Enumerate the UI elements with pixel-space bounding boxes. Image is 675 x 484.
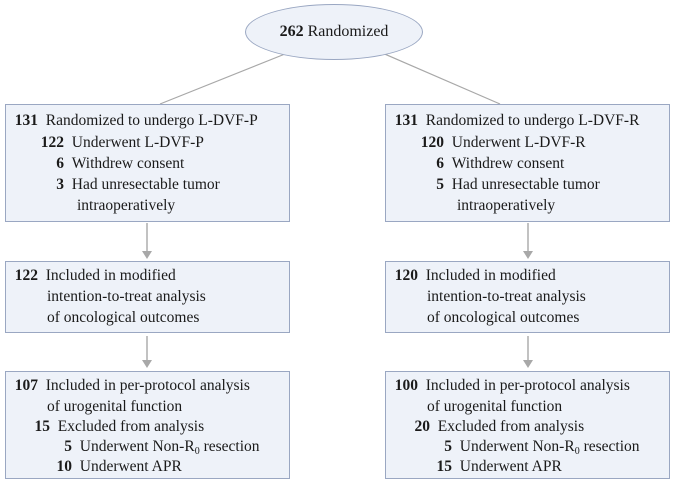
right-withdrew-count: 6 (436, 155, 444, 172)
right-mitt-box: 120 Included in modified intention-to-tr… (385, 261, 670, 333)
left-pp-line2: of urogenital function (47, 398, 183, 415)
right-unresectable-label-2: intraoperatively (457, 197, 556, 214)
connector-root-left (159, 51, 291, 105)
left-pp-count: 107 (14, 377, 38, 394)
left-underwent-label: Underwent L-DVF-P (71, 134, 204, 151)
left-nonr0-suffix: resection (199, 438, 260, 455)
right-excluded-count: 20 (414, 418, 431, 435)
root-count: 262 (279, 23, 304, 40)
right-underwent-count: 120 (420, 134, 444, 151)
left-mitt-count: 122 (14, 267, 38, 284)
left-nonr0-subscript: 0 (194, 446, 200, 457)
left-nonr0-count: 5 (64, 438, 72, 455)
right-mitt-line2: intention-to-treat analysis (427, 288, 586, 305)
left-apr-label: Underwent APR (79, 458, 182, 475)
left-pp-line1: Included in per-protocol analysis (45, 377, 250, 394)
right-randomized-label: Randomized to undergo L-DVF-R (425, 112, 640, 129)
right-nonr0-subscript: 0 (574, 446, 580, 457)
right-pp-line2: of urogenital function (427, 398, 563, 415)
left-unresectable-label: Had unresectable tumor (71, 176, 220, 193)
root-randomized-node: 262 Randomized (245, 4, 423, 60)
left-randomized-count: 131 (14, 112, 38, 129)
left-pp-box: 107 Included in per-protocol analysis of… (5, 371, 290, 479)
arrowhead-right-1 (523, 251, 533, 259)
left-nonr0-label: Underwent Non-R (79, 438, 195, 455)
right-pp-count: 100 (394, 377, 418, 394)
right-mitt-count: 120 (394, 267, 418, 284)
right-unresectable-label: Had unresectable tumor (451, 176, 600, 193)
left-mitt-line3: of oncological outcomes (47, 309, 200, 326)
right-unresectable-count: 5 (436, 176, 444, 193)
right-randomized-box: 131 Randomized to undergo L-DVF-R 120 Un… (385, 104, 670, 222)
right-nonr0-suffix: resection (579, 438, 640, 455)
left-excluded-label: Excluded from analysis (57, 418, 205, 435)
left-excluded-count: 15 (34, 418, 51, 435)
left-underwent-count: 122 (40, 134, 64, 151)
right-nonr0-label: Underwent Non-R (459, 438, 575, 455)
left-apr-count: 10 (56, 458, 73, 475)
arrowhead-left-1 (142, 251, 152, 259)
right-randomized-count: 131 (394, 112, 418, 129)
arrowhead-left-2 (142, 360, 152, 368)
left-randomized-box: 131 Randomized to undergo L-DVF-P 122 Un… (5, 104, 290, 222)
right-excluded-label: Excluded from analysis (437, 418, 585, 435)
right-apr-label: Underwent APR (459, 458, 562, 475)
left-unresectable-label-2: intraoperatively (77, 197, 176, 214)
connector-root-right (379, 51, 501, 105)
right-apr-count: 15 (436, 458, 453, 475)
left-withdrew-label: Withdrew consent (71, 155, 185, 172)
left-mitt-line1: Included in modified (45, 267, 176, 284)
left-mitt-box: 122 Included in modified intention-to-tr… (5, 261, 290, 333)
left-unresectable-count: 3 (56, 176, 64, 193)
right-mitt-line1: Included in modified (425, 267, 556, 284)
left-randomized-label: Randomized to undergo L-DVF-P (45, 112, 258, 129)
right-mitt-line3: of oncological outcomes (427, 309, 580, 326)
right-withdrew-label: Withdrew consent (451, 155, 565, 172)
right-underwent-label: Underwent L-DVF-R (451, 134, 586, 151)
left-withdrew-count: 6 (56, 155, 64, 172)
root-label: Randomized (307, 23, 389, 40)
right-pp-box: 100 Included in per-protocol analysis of… (385, 371, 670, 479)
right-pp-line1: Included in per-protocol analysis (425, 377, 630, 394)
left-mitt-line2: intention-to-treat analysis (47, 288, 206, 305)
right-nonr0-count: 5 (444, 438, 452, 455)
arrowhead-right-2 (523, 360, 533, 368)
